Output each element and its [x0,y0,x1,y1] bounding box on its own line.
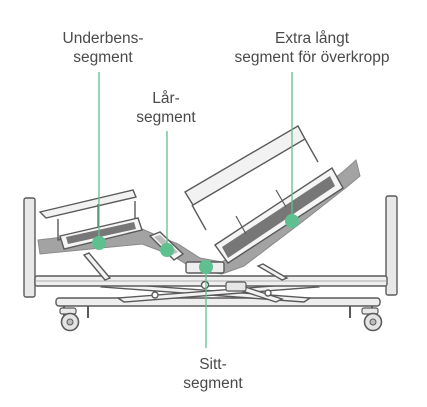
label-line: segment [183,375,243,392]
marker-underben [92,236,106,250]
lift-pivot [151,291,159,299]
label-line: segment för överkropp [234,49,390,66]
marker-sitt [199,260,213,274]
label-overkropp-segment: Extra långt segment för överkropp [212,29,412,67]
label-line: Underbens- [62,30,144,47]
segment-markers [92,214,299,274]
headboard-post [385,195,398,296]
support-struts [82,252,289,281]
label-line: segment [136,109,196,126]
lower-leg-segment [38,189,143,250]
upper-body-segment [184,125,344,264]
base-frame [55,297,381,307]
center-hub [225,281,247,292]
label-line: Extra långt [274,30,350,47]
lift-pivot [264,289,272,297]
label-sittsegment: Sitt- segment [168,355,258,393]
label-line: Sitt- [199,356,227,373]
label-larsegment: Lår- segment [128,89,204,127]
label-underbenssegment: Underbens- segment [48,29,158,67]
leader-lines [98,72,293,348]
label-line: Lår- [152,90,180,107]
marker-extra [285,214,299,228]
label-line: segment [73,49,133,66]
marker-lar [160,243,174,257]
footboard-post [23,197,36,298]
caster-wheels [59,307,383,332]
